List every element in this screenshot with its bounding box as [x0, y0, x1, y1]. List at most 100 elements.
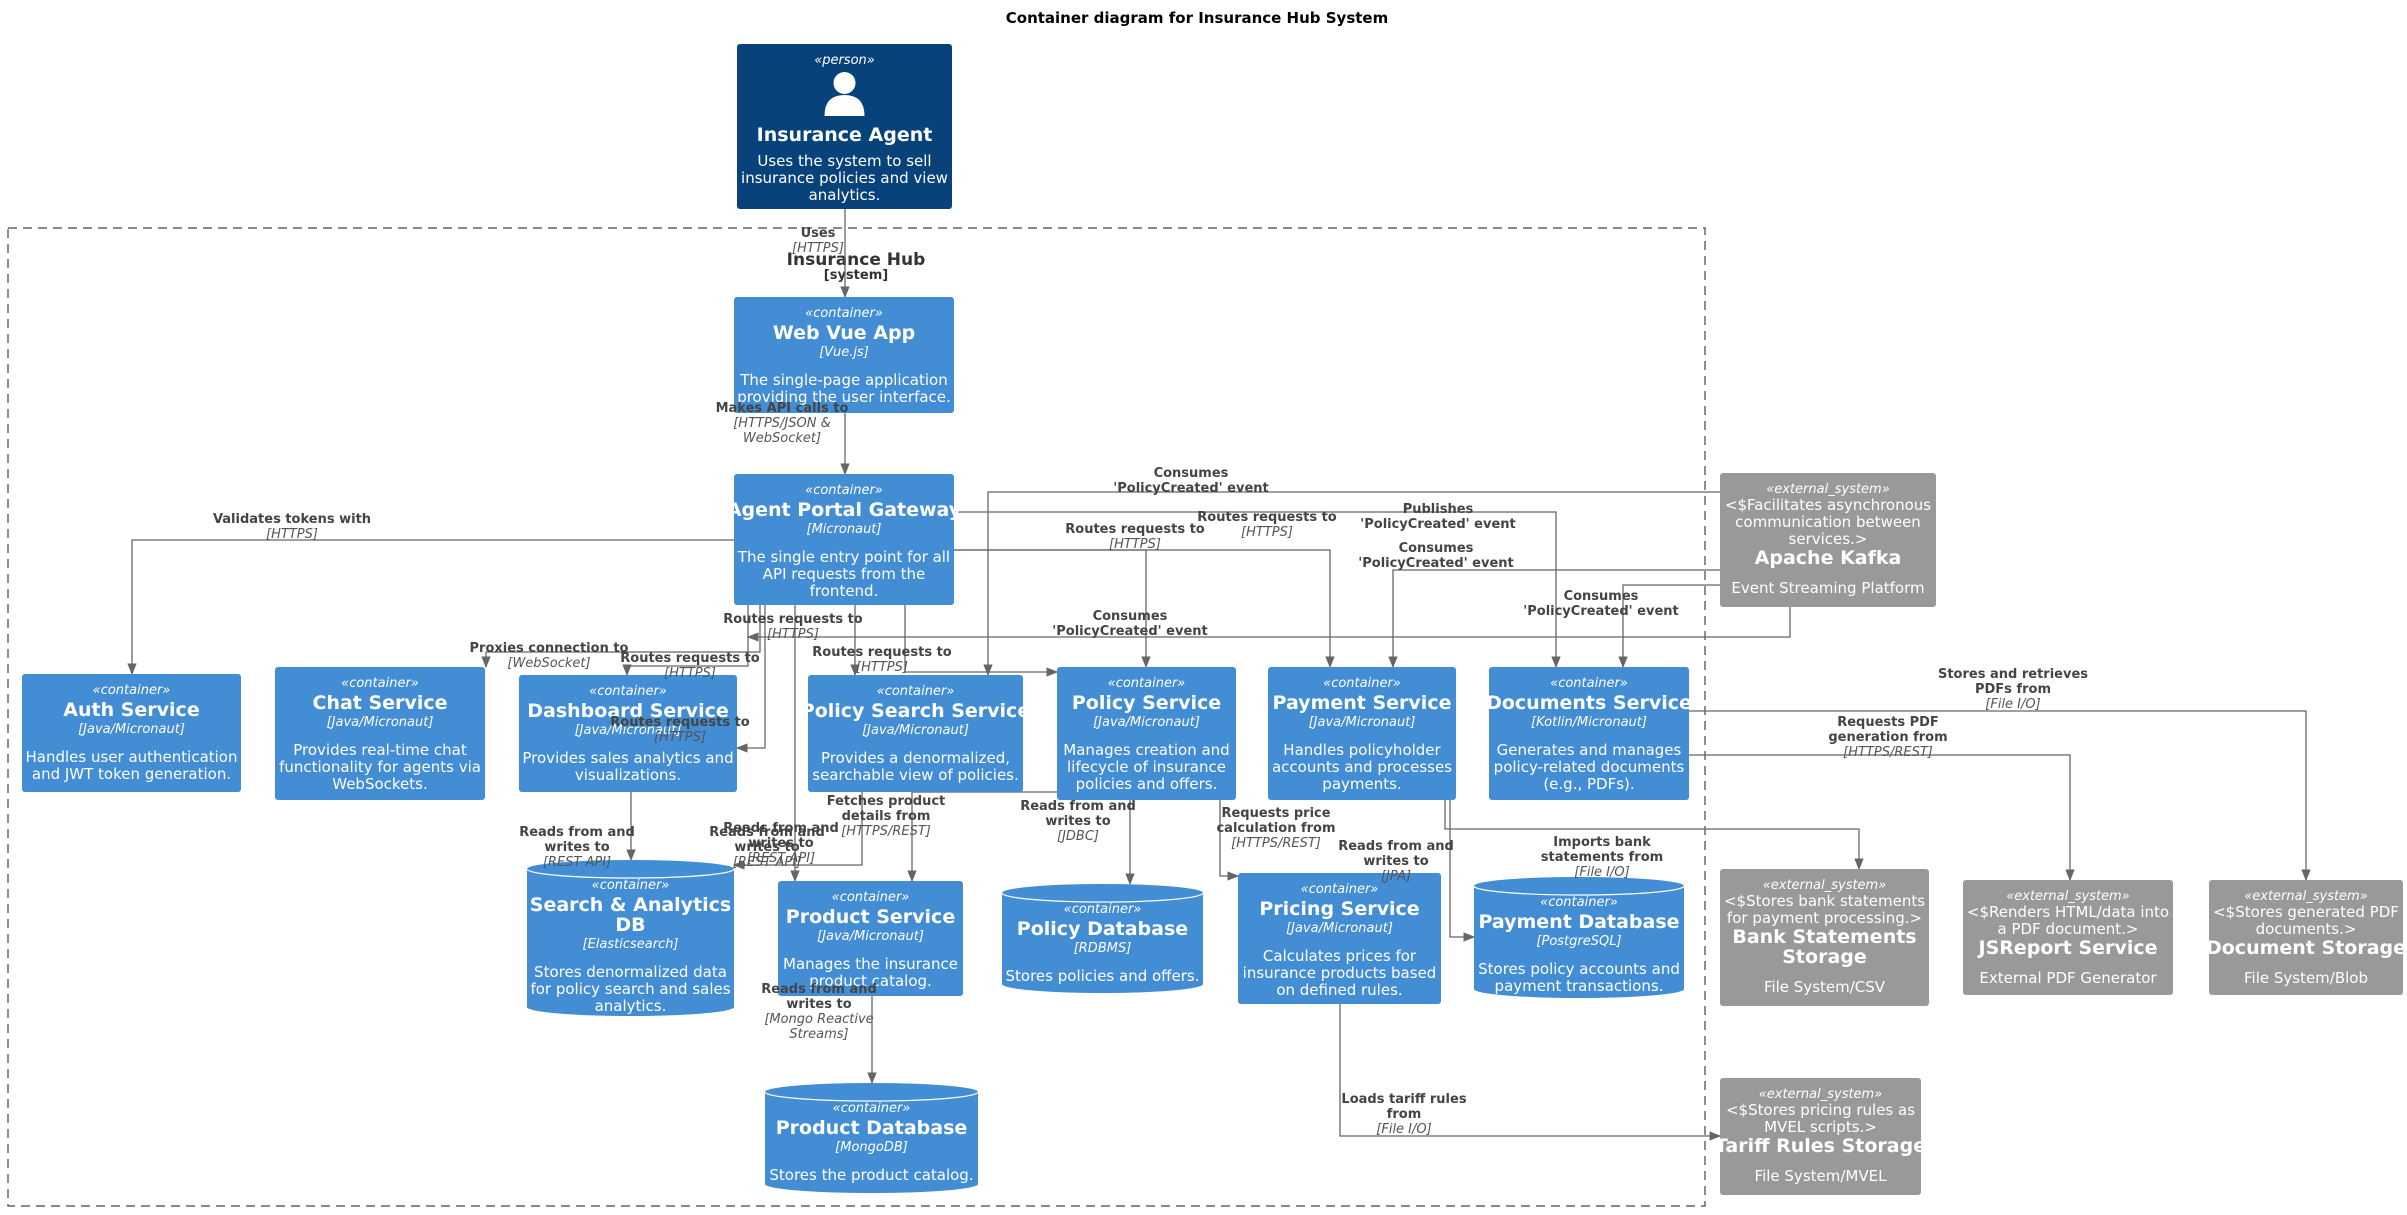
relation-line-policy-pricing [1219, 800, 1240, 881]
element-shape [1720, 473, 1936, 607]
element-product[interactable]: «container»Product Service[Java/Micronau… [778, 881, 963, 996]
element-purpose: <$Stores bank statements [1724, 892, 1925, 910]
relation-label-text: Routes requests to [723, 612, 863, 627]
element-name: Dashboard Service [527, 700, 728, 722]
relation-label-text: Fetches product [827, 794, 946, 809]
element-kafka[interactable]: «external_system»<$Facilitates asynchron… [1720, 473, 1936, 607]
relation-label-text: Routes requests to [620, 651, 760, 666]
element-purpose: <$Stores generated PDF [2213, 903, 2399, 921]
relation-label-text: from [1387, 1107, 1422, 1122]
relation-label-kafka-payment: Consumes'PolicyCreated' event [1358, 541, 1514, 571]
element-stereotype: «container» [1323, 676, 1401, 691]
element-name: Pricing Service [1259, 898, 1419, 920]
element-stereotype: «external_system» [2244, 889, 2368, 904]
element-tariff[interactable]: «external_system»<$Stores pricing rules … [1715, 1078, 1926, 1195]
relation-line-kafka-dashboard [746, 607, 1791, 642]
element-searchdb[interactable]: «container»Search & AnalyticsDB[Elastics… [526, 860, 735, 1017]
element-shape [737, 44, 952, 209]
relation-technology: [REST API] [543, 855, 611, 870]
relation-label-kafka-dashboard: Consumes'PolicyCreated' event [1052, 609, 1208, 639]
element-dashboard[interactable]: «container»Dashboard Service[Java/Micron… [519, 675, 737, 792]
element-jsreport[interactable]: «external_system»<$Renders HTML/data int… [1963, 880, 2173, 995]
db-cylinder-shape [527, 860, 734, 1017]
element-stereotype: «container» [589, 684, 667, 699]
relation-technology: [File I/O] [1376, 1122, 1431, 1137]
element-stereotype: «container» [93, 683, 171, 698]
relation-label-text: writes to [786, 997, 851, 1012]
relation-line-gateway-chat [481, 605, 761, 669]
element-description: Uses the system to sell [757, 152, 931, 170]
relation-label-policy-kafka: Publishes'PolicyCreated' event [1360, 502, 1516, 532]
relation-label-text: Reads from and [709, 825, 825, 840]
relation-label-text: statements from [1541, 850, 1663, 865]
element-technology: [Java/Micronaut] [1093, 715, 1200, 730]
relation-label-text: Consumes [1154, 466, 1229, 481]
element-description: Manages the insurance [783, 955, 958, 973]
element-shape [1720, 869, 1929, 1006]
element-technology: [Micronaut] [807, 522, 882, 537]
element-documents[interactable]: «container»Documents Service[Kotlin/Micr… [1486, 667, 1692, 800]
element-policy[interactable]: «container»Policy Service[Java/Micronaut… [1057, 667, 1236, 800]
element-policysearch[interactable]: «container»Policy Search Service[Java/Mi… [801, 675, 1030, 792]
element-description: analytics. [809, 186, 881, 204]
element-auth[interactable]: «container»Auth Service[Java/Micronaut]H… [22, 674, 241, 792]
element-shape [734, 474, 954, 605]
element-bank[interactable]: «external_system»<$Stores bank statement… [1720, 869, 1929, 1006]
element-shape [22, 674, 241, 792]
element-chat[interactable]: «container»Chat Service[Java/Micronaut]P… [275, 667, 485, 800]
element-technology: [Java/Micronaut] [575, 723, 682, 738]
element-description: Stores the product catalog. [769, 1166, 973, 1184]
relation-label-text: 'PolicyCreated' event [1523, 604, 1679, 619]
element-description: File System/MVEL [1755, 1167, 1888, 1185]
relation-technology: [HTTPS] [856, 660, 908, 675]
element-paymentdb[interactable]: «container»Payment Database[PostgreSQL]S… [1473, 877, 1685, 998]
element-shape [275, 667, 485, 800]
element-stereotype: «container» [592, 878, 670, 893]
relation-line-gateway-auth [127, 539, 734, 676]
element-description: Event Streaming Platform [1731, 579, 1924, 597]
element-gateway[interactable]: «container»Agent Portal Gateway[Micronau… [727, 474, 962, 605]
element-description: Stores policy accounts and [1478, 960, 1680, 978]
element-pricing[interactable]: «container»Pricing Service[Java/Micronau… [1238, 873, 1441, 1004]
relation-technology: [REST API] [733, 855, 801, 870]
element-docstorage[interactable]: «external_system»<$Stores generated PDFd… [2206, 880, 2406, 995]
element-name: Payment Database [1478, 911, 1679, 933]
relation-label-gateway-payment: Routes requests to[HTTPS] [1197, 510, 1337, 540]
element-name: JSReport Service [1977, 937, 2158, 959]
relation-label-text: Routes requests to [812, 645, 952, 660]
relation-label-gateway-policysearch: Routes requests to[HTTPS] [812, 645, 952, 675]
element-name: Bank Statements [1732, 926, 1916, 948]
relation-label-text: Reads from and [761, 982, 877, 997]
element-policydb[interactable]: «container»Policy Database[RDBMS]Stores … [1001, 884, 1204, 993]
element-description: Generates and manages [1497, 741, 1682, 759]
element-name: Policy Service [1072, 692, 1221, 714]
relation-technology: [HTTPS/JSON & [733, 416, 831, 431]
relation-label-text: Uses [801, 226, 836, 241]
element-technology: [Elasticsearch] [582, 937, 678, 952]
relation-line-documents-jsreport [1689, 754, 2075, 882]
element-webvue[interactable]: «container»Web Vue App[Vue.js]The single… [734, 297, 954, 413]
element-stereotype: «container» [877, 684, 955, 699]
relation-label-text: 'PolicyCreated' event [1052, 624, 1208, 639]
relation-technology: [JDBC] [1057, 829, 1099, 844]
element-name: Documents Service [1486, 692, 1692, 714]
relation-technology: [HTTPS] [1109, 537, 1161, 552]
relation-label-kafka-policysearch: Consumes'PolicyCreated' event [1113, 466, 1269, 496]
relation-line-policy-kafka [954, 511, 1561, 669]
element-technology: [Java/Micronaut] [78, 722, 185, 737]
element-description: Handles policyholder [1283, 741, 1441, 759]
relationships [127, 209, 2311, 1141]
element-stereotype: «container» [805, 306, 883, 321]
element-name: Insurance Agent [757, 124, 933, 146]
db-cylinder-shape [765, 1083, 978, 1193]
relation-label-text: writes to [1363, 854, 1428, 869]
element-payment[interactable]: «container»Payment Service[Java/Micronau… [1268, 667, 1456, 800]
element-productdb[interactable]: «container»Product Database[MongoDB]Stor… [764, 1083, 979, 1193]
element-description: policy-related documents [1494, 758, 1685, 776]
